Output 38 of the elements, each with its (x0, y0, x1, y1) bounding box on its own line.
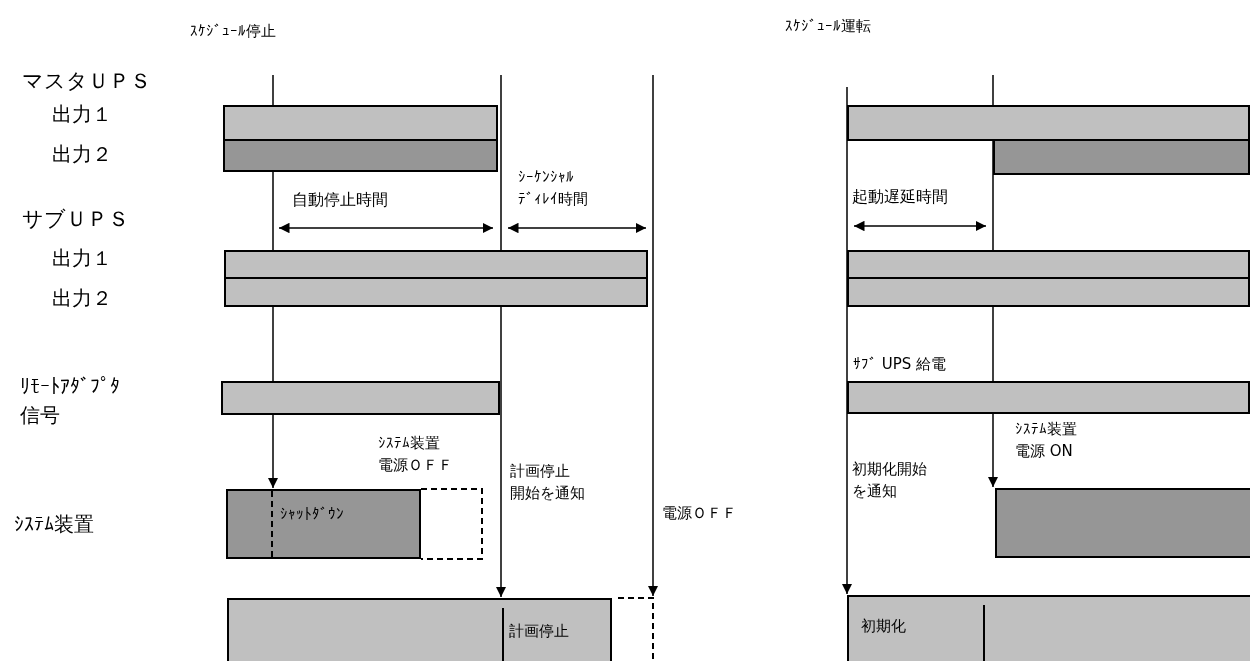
timing-bar (847, 595, 1250, 661)
duration-label: 自動停止時間 (292, 189, 388, 211)
row-label: ﾘﾓｰﾄｱﾀﾞﾌﾟﾀ信号 (20, 373, 120, 429)
annotation: 計画停止開始を通知 (510, 461, 585, 504)
phase-title: ｽｹｼﾞｭｰﾙ停止 (190, 21, 276, 42)
signal-bar (993, 139, 1250, 175)
signal-bar (847, 277, 1250, 307)
annotation: ｻﾌﾞ UPS 給電 (853, 354, 947, 375)
timing-bar (227, 598, 612, 661)
signal-bar (223, 139, 498, 172)
duration-label: 起動遅延時間 (852, 186, 948, 208)
timing-bar (226, 489, 421, 559)
arrow (495, 74, 507, 598)
row-label: サブＵＰＳ (22, 206, 129, 233)
row-label: 出力１ (52, 245, 112, 272)
phase-title: ｽｹｼﾞｭｰﾙ運転 (785, 16, 871, 37)
bar-label: ｼｬｯﾄﾀﾞｳﾝ (280, 504, 344, 525)
row-label: 出力２ (52, 141, 112, 168)
signal-bar (221, 381, 500, 415)
row-label: ｼｽﾃﾑ装置 (14, 511, 94, 538)
signal-bar (223, 105, 498, 141)
arrow (841, 86, 853, 595)
bar-label: 初期化 (861, 616, 906, 637)
signal-bar (847, 381, 1250, 414)
annotation: ｼｽﾃﾑ装置電源 ON (1015, 419, 1077, 462)
annotation: 初期化開始を通知 (852, 459, 927, 502)
annotation: 電源ＯＦＦ (662, 503, 737, 524)
row-label: マスタＵＰＳ (22, 68, 151, 95)
duration-label: ｼｰｹﾝｼｬﾙﾃﾞｨﾚｲ時間 (518, 167, 588, 210)
signal-bar (224, 277, 648, 307)
signal-bar (847, 250, 1250, 279)
timing-bar (995, 488, 1250, 558)
bar-label: 計画停止 (509, 621, 569, 642)
signal-bar (847, 105, 1250, 141)
signal-bar (224, 250, 648, 279)
annotation: ｼｽﾃﾑ装置電源ＯＦＦ (378, 433, 453, 476)
row-label: 出力２ (52, 285, 112, 312)
row-label: 出力１ (52, 101, 112, 128)
